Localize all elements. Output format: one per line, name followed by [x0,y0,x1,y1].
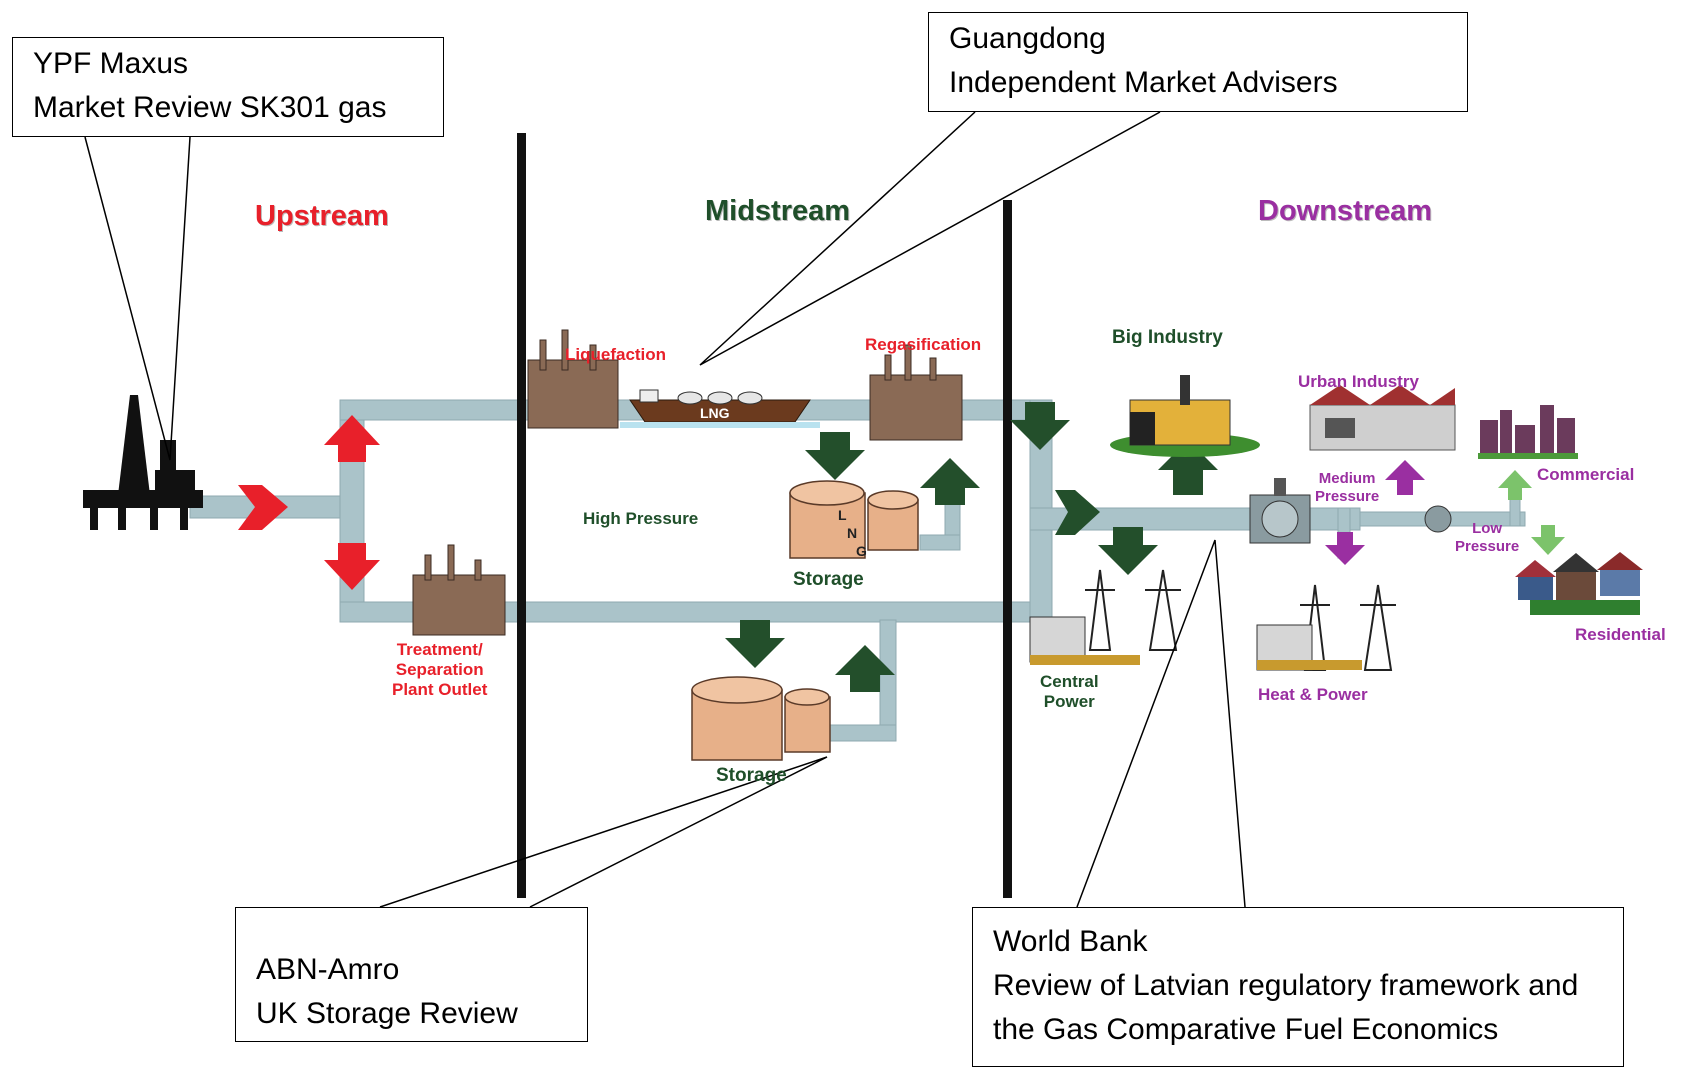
callout-guangdong-line1: Guangdong [949,22,1106,55]
storage-tank-icon [691,676,831,761]
section-upstream: Upstream [255,200,389,232]
label-medium-pressure-line2: Pressure [1315,488,1380,505]
callout-abn-line1: ABN-Amro [256,953,400,986]
callout-worldbank-line2: Review of Latvian regulatory framework a… [993,969,1579,1002]
label-central-power-line2: Power [1043,692,1095,711]
arrow-down-green-2 [725,620,785,668]
leader-ypf [84,136,191,461]
leader-guangdong [699,111,1161,366]
pipe-lower-storage-h [829,724,897,742]
leader-worldbank [1076,539,1246,908]
houses-icon [1515,552,1643,615]
leader-abn [379,756,828,908]
label-treatment: Treatment/ Separation Plant Outlet [392,640,487,700]
city-skyline-icon [1478,405,1578,459]
refinery-icon [412,544,506,636]
arrow-up-red [324,415,380,462]
factory-icon [1309,385,1456,451]
arrow-down-lightgreen [1531,525,1565,555]
label-low-pressure-line2: Pressure [1455,538,1520,555]
label-heat-power: Heat & Power [1258,685,1368,704]
label-commercial: Commercial [1537,465,1635,484]
factory-icon [1110,375,1260,457]
arrow-down-green-4 [1098,527,1158,575]
divider-midstream-downstream [1003,200,1012,898]
callout-guangdong-line2: Independent Market Advisers [949,66,1338,99]
red-flow-arrows [238,415,380,590]
arrow-up-green-1 [920,458,980,505]
label-residential: Residential [1575,625,1666,644]
callout-worldbank: World Bank Review of Latvian regulatory … [972,907,1624,1067]
label-lng-tank-n: N [847,525,858,541]
section-downstream: Downstream [1258,195,1433,227]
arrow-down-green-3 [1010,402,1070,450]
green-flow-arrows [725,402,1218,692]
power-pylon-icon [1085,569,1181,651]
label-big-industry: Big Industry [1112,327,1223,348]
divider-upstream-midstream [517,133,526,898]
label-high-pressure: High Pressure [583,509,699,528]
storage-tank-icon [1256,624,1362,671]
storage-tank-icon [789,480,919,559]
section-midstream: Midstream [705,195,851,227]
label-urban-industry: Urban Industry [1298,372,1419,391]
label-medium-pressure-line1: Medium [1318,470,1376,487]
label-treatment-line1: Treatment/ [396,640,483,659]
arrow-down-red [324,543,380,590]
label-storage-upper: Storage [793,569,864,590]
valve-icon [1249,478,1311,544]
arrow-right-green [1055,490,1100,535]
callout-leaders [84,111,1246,908]
label-medium-pressure: Medium Pressure [1315,470,1379,506]
power-pylon-icon [1300,584,1396,671]
pipe-lower-storage-v [879,619,897,741]
label-storage-lower: Storage [716,765,787,786]
label-treatment-line3: Plant Outlet [392,680,488,699]
arrow-up-green-2 [835,645,895,692]
label-central-power: Central Power [1040,672,1099,712]
callout-worldbank-line3: the Gas Comparative Fuel Economics [993,1013,1499,1046]
callout-worldbank-line1: World Bank [993,925,1148,958]
arrow-up-purple [1385,460,1425,495]
arrow-up-green-3 [1158,440,1218,495]
oil-rig-icon [83,395,203,530]
callout-guangdong: Guangdong Independent Market Advisers [928,12,1468,112]
arrow-right-red [238,485,288,530]
label-lng-tank-l: L [838,507,847,523]
label-low-pressure: Low Pressure [1455,520,1519,556]
callout-abn-line2: UK Storage Review [256,997,518,1030]
label-treatment-line2: Separation [395,660,484,679]
callout-ypf: YPF Maxus Market Review SK301 gas [12,37,444,137]
label-low-pressure-line1: Low [1472,520,1503,537]
pipe-upper-storage-loop-h [919,534,961,551]
callout-ypf-line2: Market Review SK301 gas [33,91,387,124]
valve-icon [1424,505,1452,533]
callout-ypf-line1: YPF Maxus [33,47,189,80]
label-lng-ship: LNG [700,405,730,421]
arrow-down-green-1 [805,432,865,480]
label-lng-tank-g: G [856,543,867,559]
storage-tank-icon [1029,616,1140,665]
callout-abn: ABN-Amro UK Storage Review [235,907,588,1042]
arrow-down-purple [1325,532,1365,565]
arrow-up-lightgreen [1498,470,1532,500]
label-regasification: Regasification [865,335,982,354]
label-central-power-line1: Central [1040,672,1099,691]
lng-ship-icon [620,389,820,428]
refinery-icon [869,344,963,441]
label-liquefaction: Liquefaction [565,345,667,364]
downstream-arrows [1325,460,1565,565]
refinery-icon [527,329,619,429]
